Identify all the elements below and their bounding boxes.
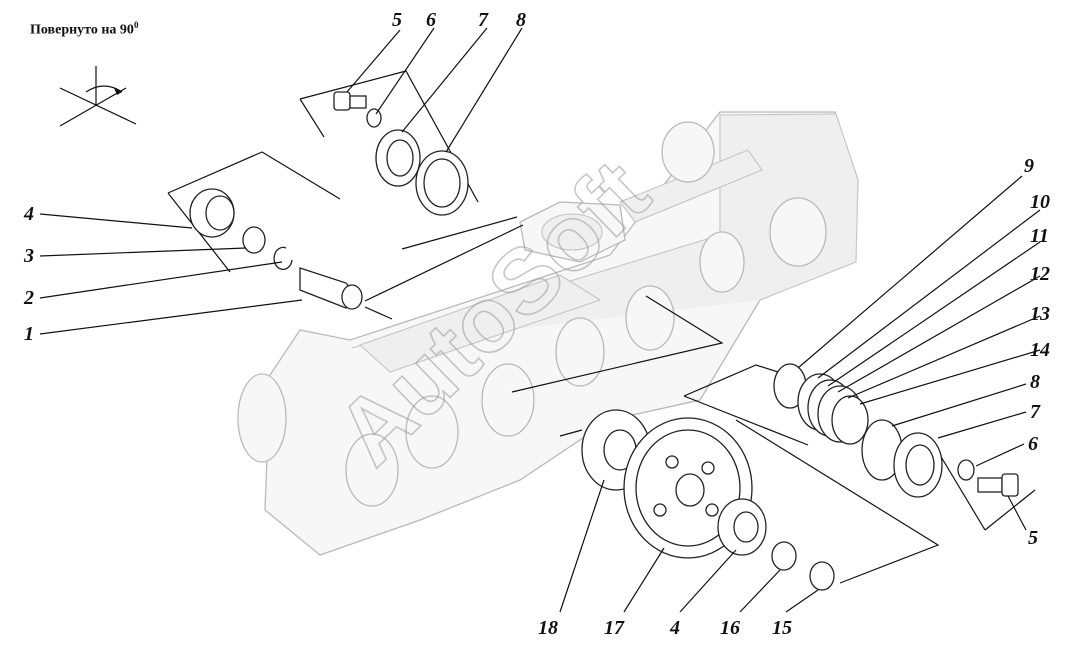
nut-part-15	[809, 561, 835, 591]
part-number-1: 1	[24, 323, 34, 345]
caption-degree: 0	[133, 20, 139, 30]
bolt-part-top	[333, 91, 367, 111]
leader-lines	[39, 27, 1041, 613]
seal-cover-part-top	[375, 129, 421, 187]
caption-text: Повернуто на 90	[30, 22, 134, 38]
gasket-part-top	[415, 150, 469, 216]
part-number-14: 14	[1030, 339, 1050, 361]
gearbox-housing	[237, 111, 859, 556]
rotation-caption: Повернуто на 900	[30, 20, 138, 39]
part-number-7-right: 7	[1030, 401, 1041, 423]
seal-cover-part-right	[893, 432, 943, 498]
bolt-part-right	[977, 473, 1019, 497]
part-number-17: 17	[604, 617, 625, 639]
part-number-8-right: 8	[1030, 371, 1040, 393]
part-number-3: 3	[23, 245, 34, 267]
part-number-16: 16	[720, 617, 740, 639]
part-number-18: 18	[538, 617, 558, 639]
circlip-part-2	[273, 246, 293, 271]
ring-part-3	[242, 226, 266, 254]
rotation-symbol-icon	[59, 66, 137, 127]
part-number-2: 2	[23, 287, 34, 309]
part-number-9: 9	[1024, 155, 1034, 177]
bearing-part-bottom	[717, 498, 767, 556]
part-number-13: 13	[1030, 303, 1050, 325]
part-number-7-top: 7	[478, 9, 489, 31]
washer-part-top	[366, 108, 382, 128]
washer-part-right	[957, 459, 975, 481]
part-number-4-left: 4	[23, 203, 34, 225]
part-number-6-top: 6	[426, 9, 436, 31]
part-number-10: 10	[1030, 191, 1050, 213]
lock-washer-part-16	[771, 541, 797, 571]
part-number-5-top: 5	[392, 9, 402, 31]
part-number-5-right: 5	[1028, 527, 1038, 549]
bearing-part-left	[189, 188, 235, 238]
spring-pack-part-10-14	[797, 373, 869, 445]
part-number-12: 12	[1030, 263, 1050, 285]
part-number-4-bottom: 4	[669, 617, 680, 639]
shaft-part-1	[299, 267, 363, 310]
part-number-11: 11	[1030, 225, 1049, 247]
part-number-8-top: 8	[516, 9, 526, 31]
part-number-15: 15	[772, 617, 792, 639]
part-number-6-right: 6	[1028, 433, 1038, 455]
